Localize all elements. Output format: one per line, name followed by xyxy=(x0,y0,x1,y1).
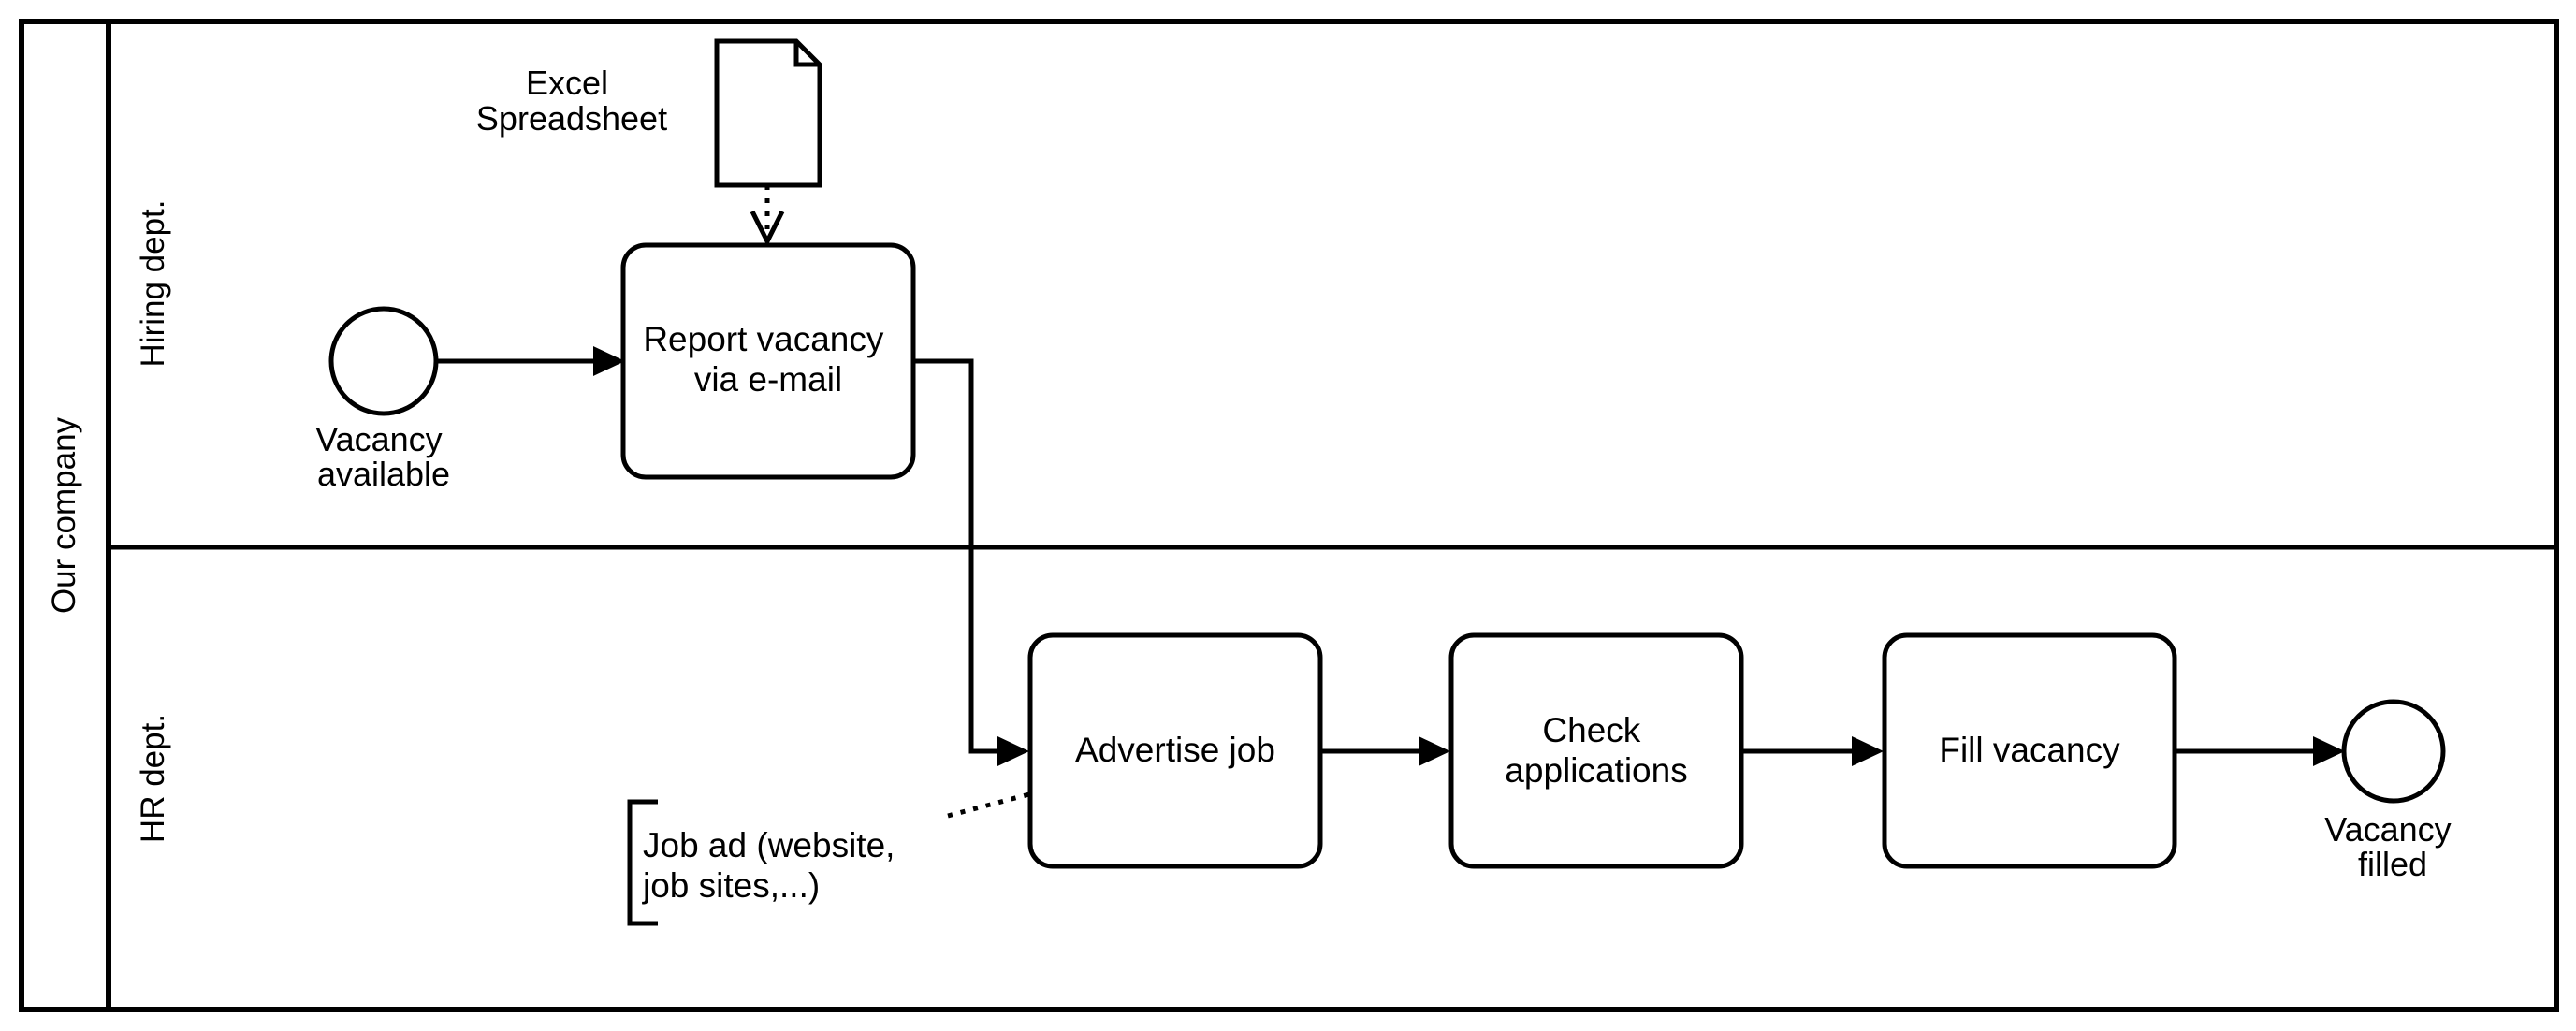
start-event-label: Vacancy available xyxy=(315,420,451,493)
task-box xyxy=(1882,632,2177,869)
annotation-text: Job ad (website, job sites,...) xyxy=(642,826,905,905)
lane-hr-dept[interactable]: HR dept. xyxy=(135,714,171,843)
data-association-arrowhead xyxy=(750,210,785,247)
task-box xyxy=(1027,632,1323,869)
arrowhead-check-to-fill xyxy=(1852,736,1884,766)
task-advertise-job[interactable]: Advertise job xyxy=(1027,632,1323,869)
lane-label-hr: HR dept. xyxy=(135,714,171,843)
data-association[interactable] xyxy=(750,185,785,247)
annotation-association[interactable] xyxy=(947,791,1030,819)
arrowhead-start-to-report xyxy=(593,346,625,376)
task-box xyxy=(620,242,916,480)
task-label: Advertise job xyxy=(1075,731,1275,769)
lane-hiring-dept[interactable]: Hiring dept. xyxy=(135,200,171,368)
end-event[interactable]: Vacancy filled xyxy=(2324,699,2460,883)
data-object-excel-spreadsheet[interactable]: Excel Spreadsheet xyxy=(476,38,822,188)
start-event-circle xyxy=(328,306,439,416)
end-event-label: Vacancy filled xyxy=(2324,810,2460,883)
document-icon xyxy=(714,38,822,188)
lane-label-hiring: Hiring dept. xyxy=(135,200,171,368)
data-object-label: Excel Spreadsheet xyxy=(476,64,667,138)
arrowhead-report-to-advertise xyxy=(997,736,1029,766)
arrowhead-fill-to-end xyxy=(2313,736,2345,766)
flow-report-to-advertise[interactable] xyxy=(913,358,999,754)
task-fill-vacancy[interactable]: Fill vacancy xyxy=(1882,632,2177,869)
text-annotation-job-ad[interactable]: Job ad (website, job sites,...) xyxy=(627,799,905,926)
task-box xyxy=(1448,632,1744,869)
sequence-flows xyxy=(436,346,2345,766)
document-fold xyxy=(793,41,820,67)
task-label: Report vacancy via e-mail xyxy=(643,320,893,399)
end-event-circle xyxy=(2341,699,2446,804)
arrowhead-advertise-to-check xyxy=(1419,736,1450,766)
task-check-applications[interactable]: Check applications xyxy=(1448,632,1744,869)
pool-label: Our company xyxy=(46,416,82,614)
start-event[interactable]: Vacancy available xyxy=(315,306,451,493)
task-label: Check applications xyxy=(1505,711,1687,790)
task-label: Fill vacancy xyxy=(1939,731,2120,769)
annotation-bracket xyxy=(627,799,658,926)
task-report-vacancy[interactable]: Report vacancy via e-mail xyxy=(620,242,916,480)
